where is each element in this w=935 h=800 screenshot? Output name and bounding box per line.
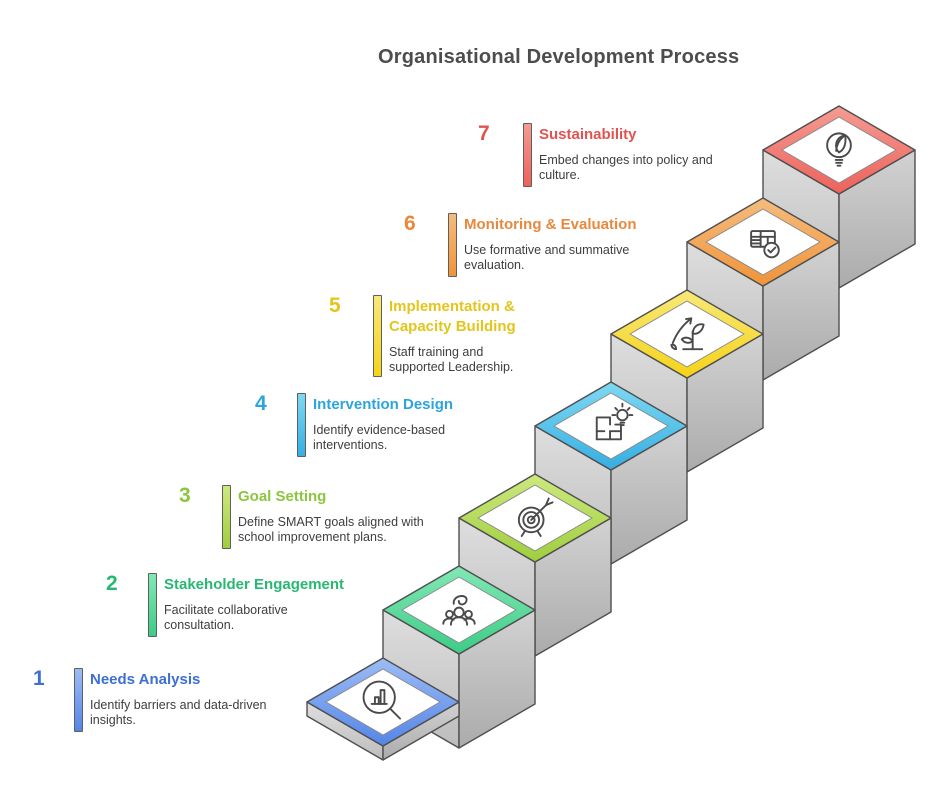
step-number: 7 [478,122,490,145]
step-number: 3 [179,484,191,507]
step-description: Facilitate collaborative consultation. [164,603,288,632]
sprout-growth-icon [670,317,705,351]
step-3-platform [458,473,612,657]
leaf-bulb-icon [826,132,852,167]
step-title: Needs Analysis [90,671,201,688]
magnifier-chart-icon [362,680,402,720]
page-title: Organisational Development Process [378,46,740,68]
step-color-bar [297,393,306,457]
step-number: 2 [106,572,118,595]
step-1-platform [306,657,460,761]
step-diamond-face [629,300,745,368]
target-arrow-icon [517,497,554,538]
step-title: Implementation & Capacity Building [389,298,516,335]
step-diamond-face [401,576,517,644]
step-description: Embed changes into policy and culture. [539,153,713,182]
step-color-bar [448,213,457,277]
step-number: 5 [329,294,341,317]
step-color-bar [148,573,157,637]
step-color-bar [373,295,382,377]
step-number: 1 [33,667,45,690]
people-group-icon [442,595,476,626]
step-diamond-face [325,668,441,736]
step-number: 4 [255,392,267,415]
table-check-icon [750,230,780,259]
step-title: Stakeholder Engagement [164,576,345,593]
step-number: 6 [404,212,416,235]
step-color-bar [74,668,83,732]
step-description: Staff training and supported Leadership. [389,345,514,374]
step-diamond-face [781,116,897,184]
step-description: Identify barriers and data-driven insigh… [90,698,267,727]
step-title: Goal Setting [238,488,327,505]
step-description: Define SMART goals aligned with school i… [238,515,424,544]
step-title: Sustainability [539,126,637,143]
step-title: Monitoring & Evaluation [464,216,637,233]
step-color-bar [222,485,231,549]
step-diamond-face [553,392,669,460]
step-description: Identify evidence-based interventions. [313,423,446,452]
step-diamond-face [705,208,821,276]
step-description: Use formative and summative evaluation. [464,243,630,272]
step-color-bar [523,123,532,187]
blueprint-bulb-icon [595,402,634,441]
step-title: Intervention Design [313,396,454,413]
